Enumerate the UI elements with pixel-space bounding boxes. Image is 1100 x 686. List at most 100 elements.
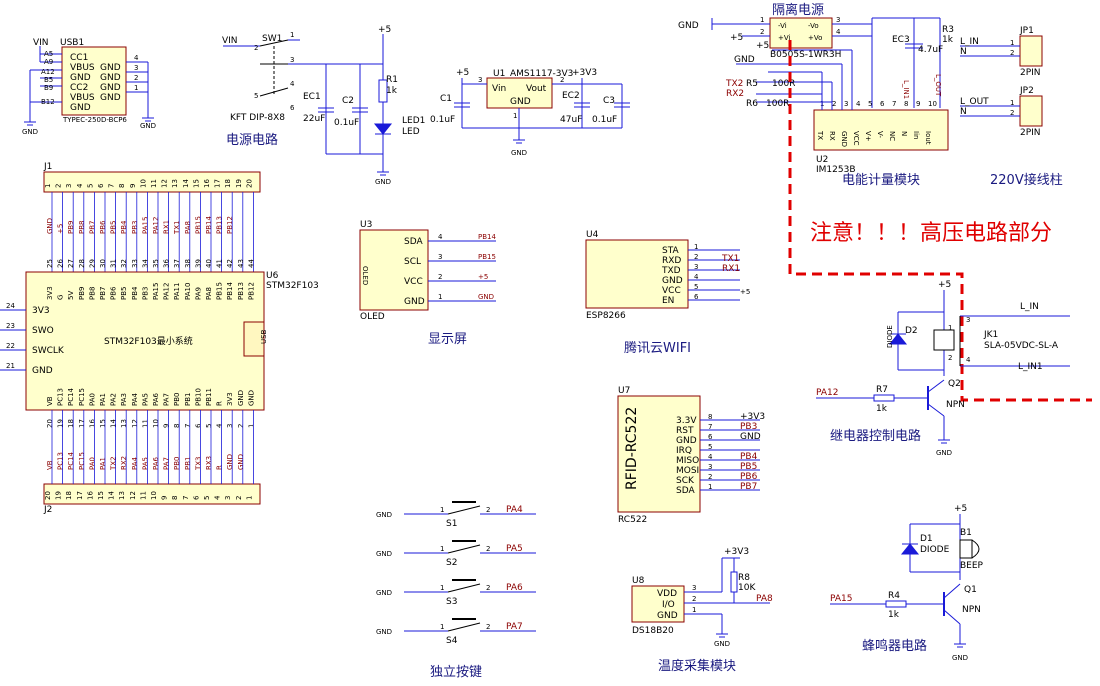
usb-pin-a9: A9 bbox=[44, 58, 53, 66]
oled-pin-vcc: VCC bbox=[404, 277, 423, 287]
sw1-pin4: 4 bbox=[290, 80, 295, 88]
j1-num: 11 bbox=[150, 179, 158, 188]
usb-num-1: 1 bbox=[134, 84, 138, 92]
power-switch-labels: VIN SW1 1 2 3 4 5 6 KFT DIP-8X8 EC1 22uF… bbox=[222, 25, 425, 186]
mcu-top-sig: PA9 bbox=[194, 287, 202, 300]
esp-pin-gnd: GND bbox=[662, 276, 683, 286]
relay-n3: 3 bbox=[966, 316, 970, 324]
hv-warning: 注意！！！高压电路部分 bbox=[810, 221, 1052, 246]
j2-net: PA4 bbox=[131, 456, 139, 470]
rfid-num: 6 bbox=[708, 433, 713, 441]
mcu-bot-sig: PA7 bbox=[163, 393, 171, 406]
key-net: PA7 bbox=[506, 622, 523, 632]
rfid-net: PB5 bbox=[740, 462, 757, 472]
im-pin: N bbox=[900, 131, 908, 136]
rfid-num: 3 bbox=[708, 463, 712, 471]
im-pin: GND bbox=[840, 131, 848, 147]
rfid-pin: IRQ bbox=[676, 446, 692, 456]
q1-ref: Q1 bbox=[964, 585, 977, 595]
mcu-top-sig: PB13 bbox=[237, 282, 245, 300]
ds-p33: +3V3 bbox=[724, 547, 749, 557]
esp-num: 2 bbox=[694, 253, 698, 261]
mcu-top-sig: PB8 bbox=[88, 287, 96, 300]
j1-num: 9 bbox=[129, 184, 137, 188]
oled-num: 1 bbox=[438, 293, 442, 301]
im-num: 8 bbox=[904, 100, 908, 108]
key-gnd: GND bbox=[376, 511, 392, 519]
j2-net: PB1 bbox=[184, 457, 192, 470]
rfid-pin: RST bbox=[676, 426, 694, 436]
mcu-bot-sig: PB1 bbox=[184, 393, 192, 406]
ec1-val: 22uF bbox=[303, 114, 325, 124]
mcu-left-num: 22 bbox=[6, 342, 15, 350]
im-pin: NC bbox=[888, 131, 896, 141]
j2-net: PA7 bbox=[163, 457, 171, 470]
usb-pin-b9: B9 bbox=[44, 84, 53, 92]
j2-num: 12 bbox=[129, 491, 137, 500]
mcu-ref: U6 bbox=[266, 271, 279, 281]
sw1-part: KFT DIP-8X8 bbox=[230, 113, 285, 123]
im-num: 4 bbox=[856, 100, 861, 108]
iso-n4: 4 bbox=[836, 28, 841, 36]
iso-n1: 1 bbox=[760, 16, 764, 24]
mcu-top-num: 37 bbox=[173, 259, 181, 268]
rfid-num: 2 bbox=[708, 473, 712, 481]
j2-net: PC13 bbox=[57, 452, 65, 470]
j2-net: TX3 bbox=[194, 456, 202, 471]
mcu-top-sig: PA11 bbox=[173, 283, 181, 300]
r1-val: 1k bbox=[386, 86, 398, 96]
led1-ref: LED1 bbox=[402, 116, 425, 126]
mcu-top-num: 31 bbox=[110, 259, 118, 268]
j1-num: 6 bbox=[97, 183, 105, 188]
jp1-pin2: 2 bbox=[1010, 49, 1014, 57]
esp-num: 1 bbox=[694, 243, 698, 251]
esp-num: 4 bbox=[694, 273, 699, 281]
mcu-bot-sig: PA1 bbox=[99, 393, 107, 406]
usb-ref: USB1 bbox=[60, 38, 84, 48]
key-n1: 1 bbox=[440, 584, 444, 592]
terminal-block: JP1 2PIN JP2 2PIN L_IN N L_OUT N 12 12 2… bbox=[960, 26, 1063, 188]
esp-part: ESP8266 bbox=[586, 311, 626, 321]
im-lin1: L_IN1 bbox=[902, 80, 910, 99]
j2-net: PA1 bbox=[99, 457, 107, 470]
ds-part: DS18B20 bbox=[632, 626, 674, 636]
temp-block bbox=[631, 557, 770, 638]
key-contact bbox=[447, 544, 481, 554]
oled-part: OLED bbox=[360, 312, 385, 322]
hv-boundary bbox=[788, 40, 1092, 402]
j2-num: 3 bbox=[224, 496, 232, 500]
oled-lbl: OLED bbox=[361, 266, 369, 285]
ldo-vin: Vin bbox=[492, 84, 506, 94]
ds-ref: U8 bbox=[632, 576, 645, 586]
im-num: 10 bbox=[928, 100, 937, 108]
esp-pin-vcc: VCC bbox=[662, 286, 681, 296]
mcu-bot-sig: VB bbox=[46, 396, 54, 406]
ldo-n1: 1 bbox=[513, 112, 517, 120]
ldo-labels: U1 AMS1117-3V3 Vin Vout GND 3 2 1 +5 +3V… bbox=[430, 68, 617, 157]
mcu-top-sig: 5V bbox=[67, 291, 75, 300]
esp-pin-rxd: RXD bbox=[662, 256, 681, 266]
oled-num: 2 bbox=[438, 273, 442, 281]
rfid-ref: U7 bbox=[618, 386, 630, 396]
c1-ref: C1 bbox=[440, 94, 452, 104]
iso-gnd: GND bbox=[678, 21, 699, 31]
mcu-top-sig: PB4 bbox=[131, 286, 139, 300]
r4-val: 1k bbox=[888, 610, 900, 620]
mcu-bot-num: 2 bbox=[237, 424, 245, 428]
mcu-top-sig: PB14 bbox=[226, 282, 234, 300]
buzzer-labels: +5 D1 DIODE B1 BEEP Q1 NPN PA15 R4 1k GN… bbox=[830, 504, 984, 662]
mcu-bot-num: 1 bbox=[247, 424, 255, 428]
key-contact bbox=[447, 622, 481, 632]
esp-num: 5 bbox=[694, 283, 698, 291]
mcu-bot-num: 16 bbox=[88, 419, 96, 428]
ds-vdd: VDD bbox=[657, 589, 677, 599]
mcu-top-num: 30 bbox=[99, 259, 107, 268]
mcu-bot-sig: 3V3 bbox=[226, 392, 234, 406]
relay-p5: +5 bbox=[938, 280, 951, 290]
im-num: 7 bbox=[892, 100, 896, 108]
b1-ref: B1 bbox=[960, 528, 972, 538]
